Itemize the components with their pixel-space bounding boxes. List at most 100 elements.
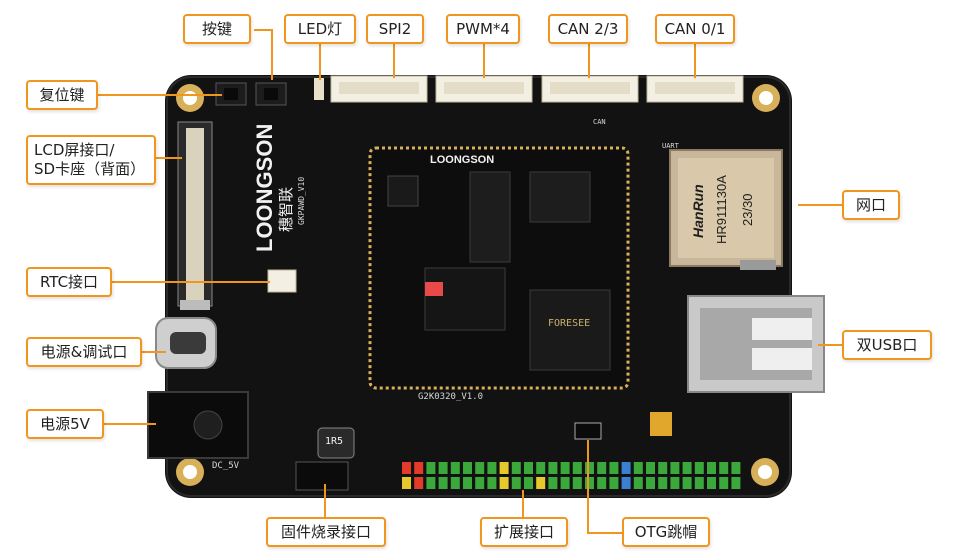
rtc-connector bbox=[267, 269, 297, 293]
label-firmware: 固件烧录接口 bbox=[266, 517, 386, 547]
can-silk: CAN bbox=[593, 118, 606, 126]
label-reset: 复位键 bbox=[26, 80, 98, 110]
expansion-pin bbox=[609, 477, 619, 489]
expansion-pin bbox=[633, 462, 643, 474]
reset-button-part bbox=[215, 82, 247, 106]
expansion-pin bbox=[707, 477, 716, 489]
uart-silk: UART bbox=[662, 142, 679, 150]
expansion-pin bbox=[719, 477, 729, 489]
tantalum-cap bbox=[650, 412, 672, 436]
expansion-pin bbox=[670, 462, 680, 474]
mounting-hole-tr bbox=[752, 84, 780, 112]
expansion-pin bbox=[475, 477, 485, 489]
expansion-pin bbox=[475, 462, 485, 474]
expansion-pin bbox=[463, 462, 472, 474]
expansion-pin bbox=[438, 477, 448, 489]
expansion-pin bbox=[621, 462, 631, 474]
label-network: 网口 bbox=[842, 190, 900, 220]
expansion-pin bbox=[707, 462, 716, 474]
expansion-pin bbox=[548, 462, 558, 474]
expansion-pin bbox=[585, 477, 594, 489]
spi2-connector bbox=[330, 75, 428, 103]
rj45-rev: 23/30 bbox=[740, 193, 755, 226]
firmware-header bbox=[295, 461, 349, 491]
expansion-pin bbox=[438, 462, 448, 474]
label-can23: CAN 2/3 bbox=[548, 14, 628, 44]
expansion-pin bbox=[658, 462, 668, 474]
expansion-pin bbox=[511, 462, 521, 474]
expansion-pin bbox=[731, 462, 741, 474]
core-module bbox=[368, 146, 630, 390]
expansion-pin bbox=[414, 462, 424, 474]
expansion-pin bbox=[633, 477, 643, 489]
expansion-pin bbox=[414, 477, 424, 489]
expansion-pin bbox=[597, 462, 607, 474]
expansion-pin bbox=[646, 462, 655, 474]
label-lcd-line2: SD卡座（背面） bbox=[34, 160, 146, 178]
expansion-pin bbox=[524, 477, 533, 489]
mounting-hole-tl bbox=[176, 84, 204, 112]
expansion-pin bbox=[487, 462, 497, 474]
expansion-pin bbox=[572, 477, 582, 489]
expansion-pin bbox=[658, 477, 668, 489]
dc-label: DC_5V bbox=[212, 461, 240, 471]
lcd-fpc-connector bbox=[177, 121, 213, 310]
label-lcd: LCD屏接口/ SD卡座（背面） bbox=[26, 135, 156, 185]
expansion-pin bbox=[402, 462, 411, 474]
expansion-pin bbox=[609, 462, 619, 474]
label-can01: CAN 0/1 bbox=[655, 14, 735, 44]
usb-c-port bbox=[155, 317, 217, 369]
expansion-pin bbox=[499, 477, 509, 489]
expansion-pin bbox=[450, 462, 460, 474]
label-power5v: 电源5V bbox=[26, 409, 104, 439]
expansion-pin bbox=[572, 462, 582, 474]
label-pwm: PWM*4 bbox=[446, 14, 520, 44]
inductor bbox=[317, 427, 355, 459]
expansion-pin bbox=[487, 477, 497, 489]
expansion-pin bbox=[536, 477, 546, 489]
expansion-pin bbox=[402, 477, 411, 489]
expansion-pin bbox=[536, 462, 546, 474]
label-expansion: 扩展接口 bbox=[480, 517, 568, 547]
expansion-pin bbox=[511, 477, 521, 489]
expansion-pin bbox=[524, 462, 533, 474]
mounting-hole-bl bbox=[176, 458, 204, 486]
dc-jack bbox=[147, 391, 249, 459]
expansion-pin bbox=[426, 462, 436, 474]
expansion-pin bbox=[682, 477, 692, 489]
key-button-part bbox=[255, 82, 287, 106]
label-led: LED灯 bbox=[284, 14, 356, 44]
expansion-pin bbox=[719, 462, 729, 474]
label-key: 按键 bbox=[183, 14, 251, 44]
expansion-pin bbox=[621, 477, 631, 489]
expansion-pin bbox=[499, 462, 509, 474]
label-rtc: RTC接口 bbox=[26, 267, 112, 297]
label-otg: OTG跳帽 bbox=[622, 517, 710, 547]
expansion-pin bbox=[560, 462, 570, 474]
rj45-brand: HanRun bbox=[690, 184, 706, 238]
label-power-debug: 电源&调试口 bbox=[26, 337, 142, 367]
expansion-pin bbox=[597, 477, 607, 489]
inductor-label: 1R5 bbox=[325, 436, 344, 447]
mounting-hole-br bbox=[751, 458, 779, 486]
rj45-jack bbox=[669, 149, 783, 270]
expansion-pin bbox=[670, 477, 680, 489]
label-lcd-line1: LCD屏接口/ bbox=[34, 141, 115, 160]
label-dual-usb: 双USB口 bbox=[842, 330, 932, 360]
expansion-pin bbox=[585, 462, 594, 474]
can23-connector bbox=[541, 75, 639, 103]
rj45-model: HR911130A bbox=[714, 175, 729, 244]
expansion-pin bbox=[694, 477, 704, 489]
expansion-pin bbox=[682, 462, 692, 474]
expansion-pin bbox=[646, 477, 655, 489]
board-model-vertical: GKPAWD_V10 bbox=[297, 176, 306, 225]
dual-usb-port bbox=[687, 295, 825, 393]
board-brand: LOONGSON bbox=[430, 154, 495, 166]
board-maker: 穗智联 bbox=[277, 186, 295, 232]
pwm-connector bbox=[435, 75, 533, 103]
expansion-pin bbox=[426, 477, 436, 489]
expansion-pin bbox=[731, 477, 741, 489]
core-chip-brand: FORESEE bbox=[548, 318, 591, 329]
expansion-pin bbox=[694, 462, 704, 474]
